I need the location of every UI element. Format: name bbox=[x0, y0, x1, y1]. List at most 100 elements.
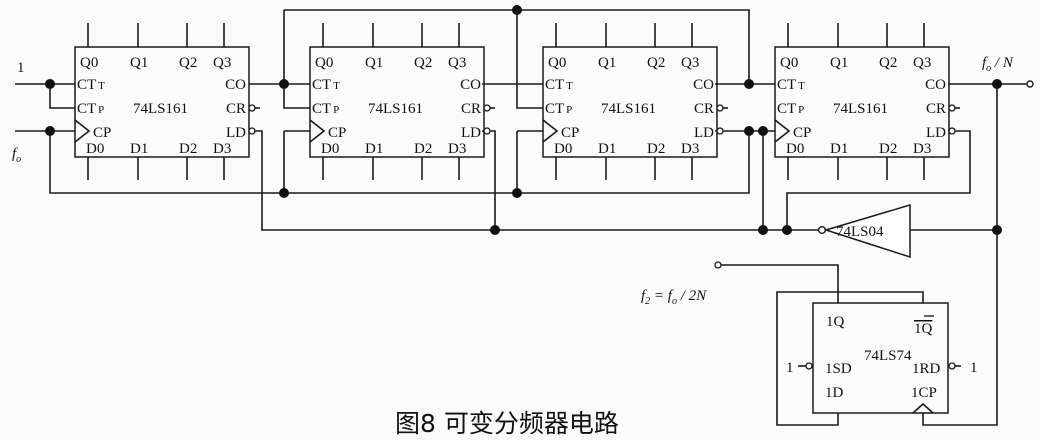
junction-dot bbox=[490, 225, 500, 235]
q-pin-label: Q0 bbox=[780, 55, 798, 71]
junction-dot bbox=[744, 79, 754, 89]
q-pin-label: Q1 bbox=[598, 55, 616, 71]
q-pin-label: Q0 bbox=[315, 55, 333, 71]
right-pin-label: LD bbox=[226, 125, 246, 141]
d-pin-label: D3 bbox=[681, 141, 699, 157]
right-pin-label: LD bbox=[694, 125, 714, 141]
junction-dot bbox=[279, 79, 289, 89]
q-pin-label: Q2 bbox=[414, 55, 432, 71]
junction-dot bbox=[512, 5, 522, 15]
cr-bubble bbox=[248, 104, 256, 112]
wire bbox=[721, 264, 839, 303]
sd-bubble bbox=[805, 362, 813, 370]
q-pin-label: Q2 bbox=[179, 55, 197, 71]
flipflop-pin-1rd: 1RD bbox=[912, 361, 941, 377]
output-terminal bbox=[1026, 80, 1034, 88]
sd-tie-label: 1 bbox=[786, 360, 794, 376]
counter-part-label: 74LS161 bbox=[368, 101, 423, 117]
q-pin-label: Q3 bbox=[913, 55, 931, 71]
counter-part-label: 74LS161 bbox=[833, 101, 888, 117]
d-pin-label: D0 bbox=[321, 141, 339, 157]
d-pin-label: D0 bbox=[86, 141, 104, 157]
right-pin-label: LD bbox=[461, 125, 481, 141]
flipflop-pin-1sd: 1SD bbox=[825, 361, 852, 377]
junction-dot bbox=[782, 225, 792, 235]
wire bbox=[49, 84, 75, 109]
output-label: fo / N bbox=[982, 55, 1014, 74]
d-pin-label: D1 bbox=[365, 141, 383, 157]
wires bbox=[15, 5, 1027, 426]
flipflop-pin-1qbar: 1Q bbox=[914, 321, 933, 337]
right-pin-label: CO bbox=[925, 77, 946, 93]
q-pin-label: Q1 bbox=[830, 55, 848, 71]
flipflop-box bbox=[812, 302, 949, 414]
flipflop-pin-1q: 1Q bbox=[826, 314, 845, 330]
ld-bubble bbox=[948, 127, 956, 135]
cr-bubble bbox=[948, 104, 956, 112]
rd-bubble bbox=[948, 362, 956, 370]
d-pin-label: D1 bbox=[598, 141, 616, 157]
d-pin-label: D3 bbox=[213, 141, 231, 157]
counter-box bbox=[542, 46, 718, 158]
counter-part-label: 74LS161 bbox=[601, 101, 656, 117]
d-pin-label: D1 bbox=[830, 141, 848, 157]
d-pin-label: D1 bbox=[130, 141, 148, 157]
d-pin-label: D3 bbox=[913, 141, 931, 157]
cr-bubble bbox=[716, 104, 724, 112]
q-pin-label: Q3 bbox=[681, 55, 699, 71]
d-pin-label: D2 bbox=[879, 141, 897, 157]
inverter-bubble bbox=[818, 225, 827, 234]
junction-dot bbox=[45, 79, 55, 89]
right-pin-label: LD bbox=[926, 125, 946, 141]
counter-box bbox=[74, 46, 250, 158]
d-pin-label: D0 bbox=[554, 141, 572, 157]
clock-triangle bbox=[309, 119, 326, 143]
wire bbox=[786, 130, 971, 230]
junction-dot bbox=[758, 126, 768, 136]
q-pin-label: Q2 bbox=[879, 55, 897, 71]
right-pin-label: CR bbox=[926, 101, 946, 117]
d-pin-label: D2 bbox=[179, 141, 197, 157]
q-pin-label: Q1 bbox=[365, 55, 383, 71]
junction-dot bbox=[45, 126, 55, 136]
wire bbox=[776, 291, 924, 426]
right-pin-label: CR bbox=[461, 101, 481, 117]
f2-output-terminal bbox=[714, 261, 722, 269]
cp-pin-label: CP bbox=[328, 125, 346, 141]
q-pin-label: Q0 bbox=[80, 55, 98, 71]
right-pin-label: CR bbox=[694, 101, 714, 117]
q-pin-label: Q0 bbox=[548, 55, 566, 71]
d-pin-label: D0 bbox=[786, 141, 804, 157]
cp-pin-label: CP bbox=[561, 125, 579, 141]
q-pin-label: Q2 bbox=[647, 55, 665, 71]
cp-pin-label: CP bbox=[93, 125, 111, 141]
cr-bubble bbox=[483, 104, 491, 112]
counter-part-label: 74LS161 bbox=[133, 101, 188, 117]
q-pin-label: Q1 bbox=[130, 55, 148, 71]
ld-bubble bbox=[483, 127, 491, 135]
wire bbox=[283, 10, 310, 109]
inverter-symbol bbox=[823, 203, 911, 259]
flipflop-pin-1cp: 1CP bbox=[911, 385, 937, 401]
d-pin-label: D3 bbox=[448, 141, 466, 157]
clock-input-label: fo bbox=[12, 146, 21, 165]
right-pin-label: CO bbox=[225, 77, 246, 93]
counter-box bbox=[309, 46, 485, 158]
flipflop-clock-triangle bbox=[912, 402, 934, 414]
misc-labels: 1 fo fo / N 74LS04 1Q 1Q 74LS74 1SD 1RD … bbox=[12, 55, 1034, 438]
ld-bubble bbox=[716, 127, 724, 135]
counter-box bbox=[774, 46, 950, 158]
f2-label: f2 = fo / 2N bbox=[641, 288, 707, 307]
junction-dot bbox=[758, 225, 768, 235]
wire bbox=[922, 84, 998, 426]
